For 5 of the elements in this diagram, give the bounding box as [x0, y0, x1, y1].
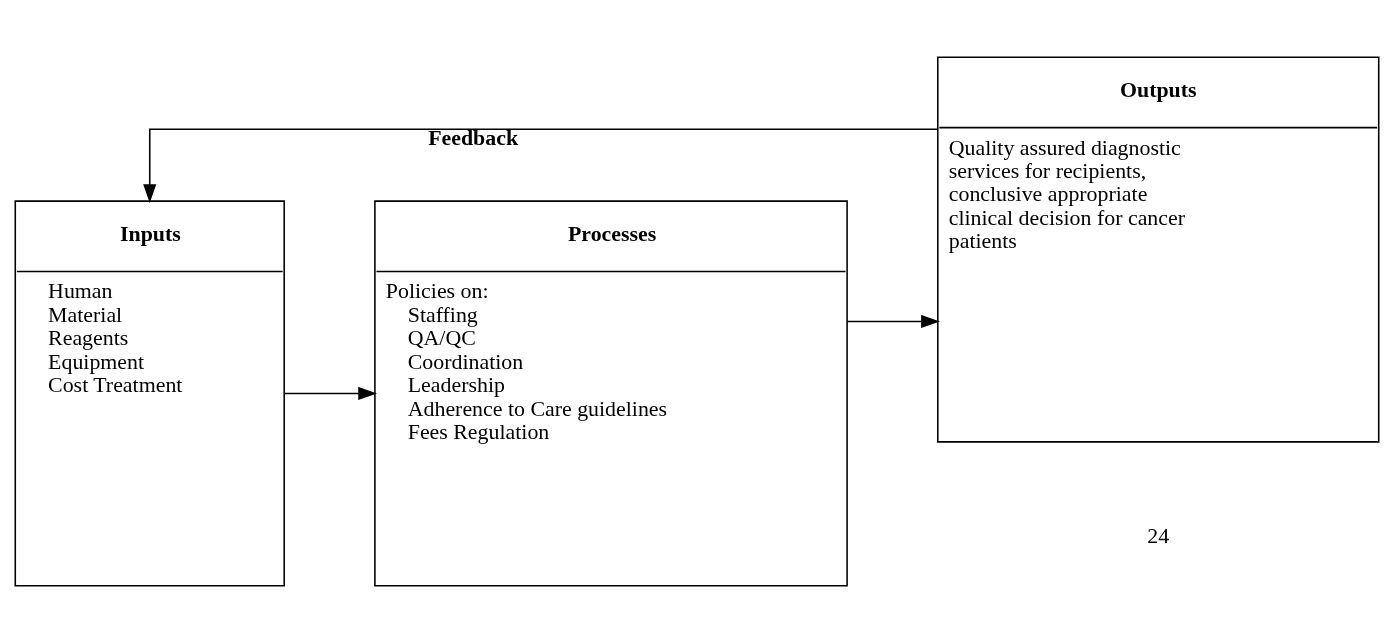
arrow	[846, 314, 940, 328]
edge-label: Feedback	[428, 124, 519, 150]
arrow	[283, 386, 377, 400]
arrow	[143, 127, 939, 203]
label: 24	[1147, 522, 1170, 548]
